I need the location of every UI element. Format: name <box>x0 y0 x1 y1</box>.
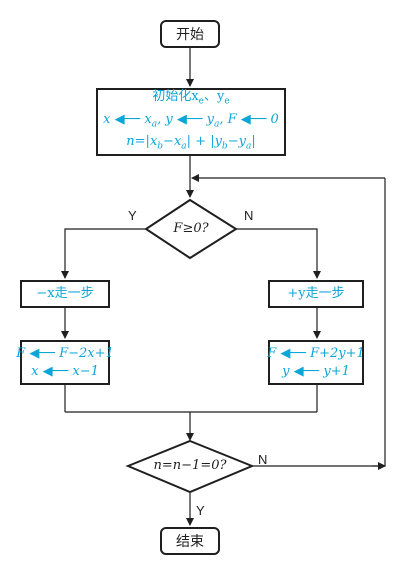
start-node: 开始 <box>160 20 220 48</box>
left-step-label: −x走一步 <box>36 286 94 301</box>
decision1-no-label: N <box>244 208 254 223</box>
start-label: 开始 <box>176 27 204 43</box>
decision1-label: F≥0? <box>173 221 209 236</box>
right-step-label: +y走一步 <box>287 286 345 301</box>
decision2-no-label: N <box>258 452 268 467</box>
right-calc-node: F ◀── F+2y+1 y ◀── y+1 <box>267 340 365 385</box>
init-line-2: x ◀── xa, y ◀── ya, F ◀── 0 <box>103 111 279 130</box>
init-line-1: 初始化xe、ye <box>152 89 230 107</box>
left-calc-line-2: x ◀── x−1 <box>31 363 99 379</box>
right-calc-line-1: F ◀── F+2y+1 <box>267 345 365 361</box>
init-node: 初始化xe、ye x ◀── xa, y ◀── ya, F ◀── 0 n=|… <box>96 88 286 156</box>
decision2-label: n=n−1=0? <box>153 458 227 473</box>
left-calc-line-1: F ◀── F−2x+1 <box>16 345 114 361</box>
right-step-node: +y走一步 <box>268 280 364 308</box>
end-label: 结束 <box>176 534 204 550</box>
decision2-diamond <box>125 439 255 494</box>
end-node: 结束 <box>160 527 220 555</box>
left-step-node: −x走一步 <box>20 280 110 308</box>
decision1-yes-label: Y <box>128 208 137 223</box>
decision1-diamond <box>144 198 238 260</box>
init-line-3: n=|xb−xa| + |yb−ya| <box>126 134 256 152</box>
left-calc-node: F ◀── F−2x+1 x ◀── x−1 <box>16 340 114 385</box>
edge-decision2-no <box>252 178 386 467</box>
right-calc-line-2: y ◀── y+1 <box>282 363 350 379</box>
decision2-yes-label: Y <box>196 503 205 518</box>
edge-decision1-yes <box>61 228 146 279</box>
edge-decision1-no <box>235 228 321 279</box>
